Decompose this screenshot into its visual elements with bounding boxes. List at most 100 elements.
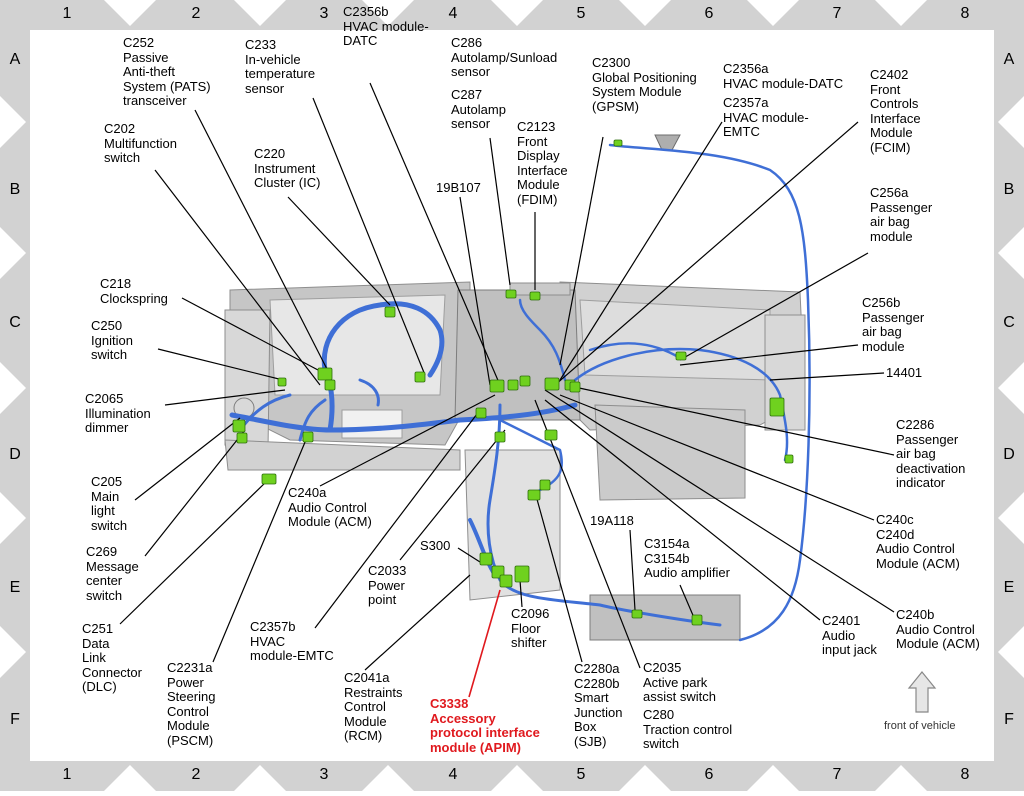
- grid-column-bottom-3: 3: [319, 766, 329, 783]
- front-arrow-icon: [907, 671, 937, 713]
- grid-column-bottom-8: 8: [960, 766, 970, 783]
- leader-c2280: [534, 491, 583, 663]
- leader-c240a: [319, 394, 496, 487]
- leader-c3154: [679, 584, 696, 621]
- callout-c2401: C2401 Audio input jack: [822, 613, 877, 657]
- callout-c2096: C2096 Floor shifter: [511, 606, 550, 650]
- callout-c202: C202 Multifunction switch: [104, 121, 177, 165]
- connector-block: [236, 432, 248, 444]
- grid-column-bottom-1: 1: [62, 766, 72, 783]
- grid-column-bottom-7: 7: [832, 766, 842, 783]
- leader-c233: [312, 97, 426, 376]
- leader-c218: [181, 297, 319, 371]
- leader-14401: [769, 372, 885, 381]
- callout-c220: C220 Instrument Cluster (IC): [254, 146, 321, 190]
- callout-c3338: C3338 Accessory protocol interface modul…: [430, 696, 540, 755]
- callout-c2035: C2035 Active park assist switch: [643, 660, 716, 704]
- grid-column-bottom-2: 2: [191, 766, 201, 783]
- connector-block: [302, 431, 314, 443]
- connector-block: [499, 574, 513, 588]
- connector-block: [507, 379, 519, 391]
- grid-column-bottom-4: 4: [448, 766, 458, 783]
- callout-c269: C269 Message center switch: [86, 544, 139, 603]
- leader-c2231a: [212, 434, 309, 663]
- callout-c218: C218 Clockspring: [100, 276, 168, 306]
- grid-row-left-D: D: [9, 446, 21, 463]
- connector-block: [317, 367, 333, 381]
- leader-c256a: [679, 252, 869, 361]
- callout-c286: C286 Autolamp/Sunload sensor: [451, 35, 558, 79]
- grid-row-right-D: D: [1003, 446, 1015, 463]
- grid-column-top-4: 4: [448, 5, 458, 22]
- leader-c269: [144, 429, 246, 557]
- connector-block: [675, 351, 687, 361]
- leader-c2357b: [314, 409, 481, 629]
- apim-leader: [468, 589, 501, 698]
- callout-c2065: C2065 Illumination dimmer: [85, 391, 151, 435]
- connector-block: [769, 397, 785, 417]
- leader-c2033: [399, 429, 506, 561]
- leader-c220: [287, 196, 391, 306]
- grid-row-left-B: B: [9, 181, 21, 198]
- grid-row-left-A: A: [9, 51, 21, 68]
- grid-row-right-C: C: [1003, 314, 1015, 331]
- connector-block: [384, 306, 396, 318]
- callout-c240b: C240b Audio Control Module (ACM): [896, 607, 980, 651]
- callout-19a118: 19A118: [590, 513, 634, 528]
- connector-block: [277, 377, 287, 387]
- connector-block: [514, 565, 530, 583]
- callout-c251: C251 Data Link Connector (DLC): [82, 621, 142, 694]
- callout-c256b: C256b Passenger air bag module: [862, 295, 925, 354]
- leader-c2041a: [364, 574, 471, 671]
- leader-c2065: [164, 389, 286, 406]
- connector-block: [475, 407, 487, 419]
- callout-c205: C205 Main light switch: [91, 474, 128, 533]
- grid-column-top-3: 3: [319, 5, 329, 22]
- callout-c240cd: C240c C240d Audio Control Module (ACM): [876, 512, 960, 571]
- grid-column-bottom-5: 5: [576, 766, 586, 783]
- grid-column-top-5: 5: [576, 5, 586, 22]
- connector-block: [414, 371, 426, 383]
- connector-block: [784, 454, 794, 464]
- grid-column-top-1: 1: [62, 5, 72, 22]
- callout-c233: C233 In-vehicle temperature sensor: [245, 37, 316, 96]
- connector-block: [539, 479, 551, 491]
- callout-c280: C280 Traction control switch: [643, 707, 733, 751]
- callout-c2286: C2286 Passenger air bag deactivation ind…: [896, 417, 966, 490]
- callout-c2280: C2280a C2280b Smart Junction Box (SJB): [574, 661, 623, 749]
- leader-s300: [457, 547, 481, 563]
- connector-block: [479, 552, 493, 566]
- connector-block: [261, 473, 277, 485]
- grid-row-right-B: B: [1003, 181, 1015, 198]
- grid-row-left-C: C: [9, 314, 21, 331]
- grid-row-left-E: E: [9, 579, 21, 596]
- connector-block: [505, 289, 517, 299]
- callout-leaders: [119, 82, 895, 671]
- grid-row-right-A: A: [1003, 51, 1015, 68]
- callout-c2231a: C2231a Power Steering Control Module (PS…: [167, 660, 216, 748]
- callout-c2357a: C2357a HVAC module- EMTC: [723, 95, 809, 139]
- connector-block: [232, 419, 246, 433]
- connector-block: [544, 429, 558, 441]
- connector-block: [544, 377, 560, 391]
- leader-c251: [119, 479, 269, 625]
- leader-c2402: [554, 121, 859, 386]
- connector-block: [613, 139, 623, 147]
- leader-c240cd: [559, 394, 875, 521]
- front-of-vehicle-label: front of vehicle: [884, 720, 956, 732]
- callout-c2300: C2300 Global Positioning System Module (…: [592, 55, 697, 114]
- connector-block: [324, 379, 336, 391]
- connector-block: [527, 489, 541, 501]
- leader-c2356a: [559, 121, 723, 381]
- connector-block: [489, 379, 505, 393]
- callout-c2402: C2402 Front Controls Interface Module (F…: [870, 67, 921, 155]
- leader-c202: [154, 169, 321, 386]
- grid-row-right-F: F: [1004, 711, 1014, 728]
- connector-block: [494, 431, 506, 443]
- callout-c2033: C2033 Power point: [368, 563, 407, 607]
- connector-block: [519, 375, 531, 387]
- leader-c2035: [534, 399, 641, 669]
- connectors: [232, 139, 794, 626]
